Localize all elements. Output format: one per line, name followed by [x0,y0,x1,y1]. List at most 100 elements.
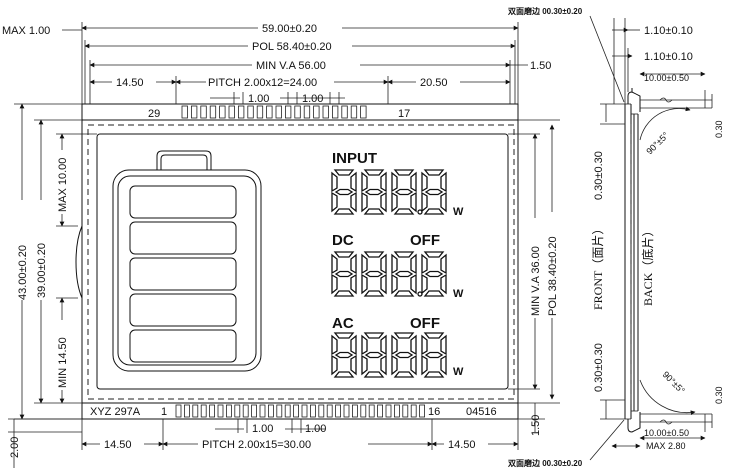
bottom-pins [175,404,426,418]
pin-top [303,105,311,119]
thickness-2: 1.10±0.10 [644,51,693,63]
dim-top-right-offset: 20.50 [420,77,448,89]
edge-note-top: 双面磨边 00.30±0.20 [508,6,583,16]
pin-top [266,105,273,119]
max-thickness: MAX 2.80 [646,441,686,451]
pin-bottom [326,404,333,418]
seven-segment-digit [331,332,357,378]
top-pins [181,105,367,119]
module-outline [81,119,519,404]
seven-segment-digit [361,332,387,378]
pin-top [209,105,217,119]
seven-segment-digit [421,332,447,378]
back-label: BACK（底片） [640,225,655,306]
pin-top [181,105,188,119]
seven-segment-digit [391,251,423,297]
pin-top [350,105,358,119]
dim-min-va-width: MIN V.A 56.00 [256,60,326,72]
glass-bottom: 10.00±0.50 [644,428,689,438]
row2-status: OFF [410,232,440,249]
dim-pol-width: POL 58.40±0.20 [252,41,332,53]
pin-label-bottom-right: 16 [428,406,440,418]
pin-bottom [402,404,409,418]
thickness-1: 1.10±0.10 [644,25,693,37]
dim-pin-spacing-top-b: 1.00 [302,93,323,105]
pin-bottom [377,404,384,418]
pin-bottom [259,404,266,418]
row2-unit: W [453,288,464,300]
pin-bottom [200,404,207,418]
top-dimensions [62,21,528,104]
pin-bottom [284,404,291,418]
seven-segment-digit [331,169,357,215]
pin-bottom [225,404,232,418]
pin-top [228,105,235,119]
right-gap-top: 0.30 [714,120,724,138]
dim-pin-spacing-bottom-b: 1.00 [305,423,326,435]
row2-label: DC [332,232,354,249]
glass-top: 10.00±0.50 [644,73,689,83]
bottom-dimensions [81,419,519,451]
pin-top [219,105,226,119]
pin-bottom [251,404,258,418]
dim-max-left: MAX 10.00 [57,158,69,212]
pin-bottom [293,404,300,418]
pin-top [331,105,339,119]
pin-bottom [276,404,283,418]
pin-top [237,105,245,119]
pin-bottom [360,404,367,418]
pin-top [341,105,348,119]
dim-overall-width: 59.00±0.20 [262,23,317,35]
seven-segment-digit [391,332,417,378]
seven-segment-digit [361,169,387,215]
pin-bottom [419,404,426,418]
pin-bottom [175,404,182,418]
pin-bottom [368,404,375,418]
dim-bottom-left-gap: 2.00 [9,437,21,458]
viewing-area [96,133,509,390]
pin-bottom [351,404,358,418]
pin-label-top-right: 17 [398,108,410,120]
dim-top-pitch: PITCH 2.00x12=24.00 [208,77,317,89]
pin-top [313,105,320,119]
right-dimensions [508,119,560,432]
row1-label: INPUT [332,150,377,167]
pin-top [247,105,254,119]
dim-top-left-offset: 14.50 [116,77,144,89]
pin-bottom [209,404,216,418]
pin-bottom [318,404,325,418]
pin-bottom [393,404,400,418]
pin-top [322,105,329,119]
dim-pin-spacing-top-a: 1.00 [248,93,269,105]
pin-top [190,105,198,119]
pin-bottom [217,404,224,418]
dim-overall-height: 43.00±0.20 [17,245,29,300]
front-view [75,103,519,420]
row3-label: AC [332,315,354,332]
pin-bottom [385,404,392,418]
pin-bottom [242,404,249,418]
front-gap-top: 0.30±0.30 [593,151,605,200]
dim-max-top: MAX 1.00 [2,25,50,37]
pin-top [360,105,367,119]
front-label: FRONT（面片） [591,223,605,310]
dim-right-top-gap: 1.50 [530,60,551,72]
row3-unit: W [453,366,464,378]
left-dimensions [8,103,97,468]
dim-bottom-left-offset: 14.50 [104,439,132,451]
battery-icon [112,150,262,372]
dim-bottom-right-offset: 14.50 [448,439,476,451]
pin-bottom [309,404,316,418]
dim-bottom-pitch: PITCH 2.00x15=30.00 [202,439,311,451]
seven-segment-digit [421,169,447,215]
pin-bottom [343,404,350,418]
pin-bottom [267,404,274,418]
model-label: XYZ 297A [90,406,141,418]
pin-bottom [192,404,199,418]
pin-top [275,105,282,119]
row3-status: OFF [410,315,440,332]
pin-top [200,105,207,119]
pin-top [294,105,301,119]
seven-segment-digit [391,169,423,215]
dim-pol-height: POL 38.40±0.20 [547,236,559,316]
